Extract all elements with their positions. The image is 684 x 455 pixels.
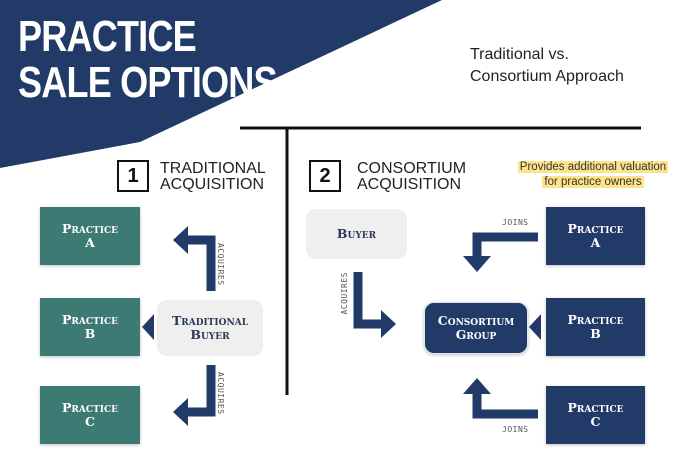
label-acquires-top: ACQUIRES xyxy=(216,243,225,286)
arrowhead-joins-b xyxy=(529,314,541,340)
box-label: Practice xyxy=(62,400,118,415)
box-label: C xyxy=(590,414,601,429)
box-label: Group xyxy=(455,327,497,342)
note-line: for practice owners xyxy=(542,176,644,188)
box-label: Buyer xyxy=(190,327,230,342)
arrowhead-c xyxy=(173,398,188,426)
box-label: B xyxy=(84,326,96,341)
label-acquires-bottom: ACQUIRES xyxy=(216,372,225,415)
box-label: Practice xyxy=(567,221,624,236)
consortium-heading: CONSORTIUM ACQUISITION xyxy=(357,161,466,193)
arrowhead-joins-c xyxy=(463,378,491,394)
box-label: Practice xyxy=(567,312,624,327)
box-label: A xyxy=(85,235,95,250)
title-banner xyxy=(0,0,442,168)
arrowhead-group xyxy=(381,310,396,338)
section-number-2: 2 xyxy=(309,160,341,192)
title-line: PRACTICE xyxy=(18,12,197,61)
arrowhead-joins-a xyxy=(463,256,491,272)
subtitle-line: Consortium Approach xyxy=(470,68,624,85)
arrow-acquires-c xyxy=(185,365,216,417)
heading-line: TRADITIONAL xyxy=(160,160,266,177)
box-label: C xyxy=(85,414,95,429)
box-label: A xyxy=(590,235,601,250)
section-number-1: 1 xyxy=(117,160,149,192)
heading-line: ACQUISITION xyxy=(357,176,462,193)
arrow-joins-c xyxy=(472,393,538,419)
arrow-buyer-to-group xyxy=(353,272,382,329)
arrowhead-b xyxy=(142,314,154,340)
arrow-acquires-a xyxy=(185,235,216,291)
subtitle: Traditional vs. Consortium Approach xyxy=(470,44,624,88)
box-label: Practice xyxy=(62,312,118,327)
heading-line: ACQUISITION xyxy=(160,176,265,193)
label-acquires-buyer: ACQUIRES xyxy=(340,272,349,315)
highlight-note: Provides additional valuation for practi… xyxy=(512,160,674,190)
label-joins-bottom: JOINS xyxy=(502,425,529,434)
arrow-joins-a xyxy=(472,232,538,258)
traditional-heading: TRADITIONAL ACQUISITION xyxy=(160,161,266,193)
box-label: Practice xyxy=(567,400,624,415)
label-joins-top: JOINS xyxy=(502,218,529,227)
arrowhead-a xyxy=(173,226,188,254)
title-line: SALE OPTIONS xyxy=(18,58,278,107)
note-line: Provides additional valuation xyxy=(517,161,669,173)
heading-line: CONSORTIUM xyxy=(357,160,467,177)
box-label: Consortium xyxy=(437,313,515,328)
box-label: Traditional xyxy=(171,313,249,328)
box-label: Practice xyxy=(62,221,118,236)
page-title: PRACTICE SALE OPTIONS xyxy=(18,12,278,107)
subtitle-line: Traditional vs. xyxy=(470,46,569,63)
consortium-buyer: Buyer xyxy=(306,209,407,259)
box-label: B xyxy=(590,326,601,341)
